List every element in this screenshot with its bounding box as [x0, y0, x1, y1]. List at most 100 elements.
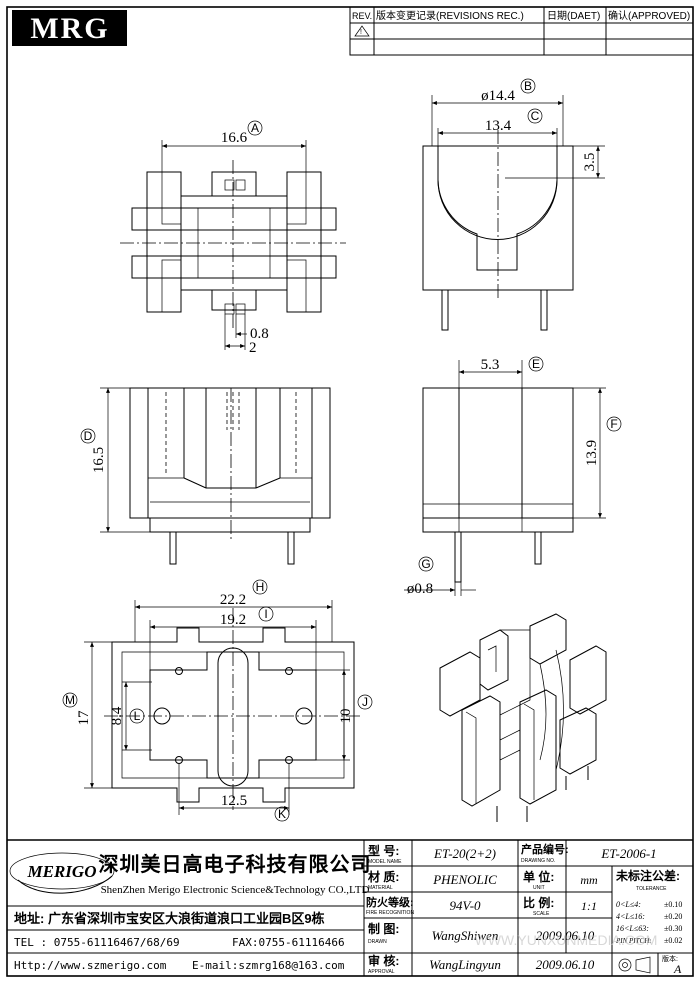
svg-text:L: L [134, 709, 141, 723]
mrg-logo: MRG [12, 10, 127, 46]
date-col-header: 日期(DAET) [547, 10, 600, 22]
callout-j [357, 694, 373, 710]
svg-text:版本:: 版本: [662, 954, 678, 963]
svg-text:E: E [532, 357, 540, 371]
view-ef-side: 5.3 E 13.9 F ø0.8 G [404, 356, 622, 597]
svg-text:APPROVAL: APPROVAL [368, 969, 395, 975]
svg-text:F: F [610, 417, 617, 431]
drawing-no-value: ET-2006-1 [600, 846, 656, 861]
svg-text:型 号:: 型 号: [368, 843, 399, 858]
sheet-border [6, 6, 694, 977]
approved-col-header: 确认(APPROVED) [608, 9, 690, 22]
projection-symbol-icon [618, 956, 651, 974]
svg-text:防火等级:: 防火等级: [366, 895, 414, 909]
svg-text:0<L≤4:: 0<L≤4: [616, 900, 641, 909]
dim-22-2: 22.2 [220, 592, 246, 608]
callout-e [528, 356, 544, 372]
dim-13-9: 13.9 [584, 440, 600, 466]
svg-text:4<L≤16:: 4<L≤16: [616, 912, 645, 921]
dim-2: 2 [249, 340, 257, 356]
svg-text:K: K [278, 807, 286, 821]
svg-text:G: G [421, 557, 430, 571]
version-value: A [673, 962, 682, 976]
view-bc-section: ø14.4 B 13.4 C 3.5 [422, 78, 605, 331]
callout-l [129, 708, 145, 724]
company-fax: FAX:0755-61116466 [232, 936, 345, 949]
callout-i [258, 606, 274, 622]
svg-text:±0.02: ±0.02 [664, 936, 682, 945]
svg-text:MODEL NAME: MODEL NAME [368, 859, 402, 865]
svg-text:DRAWING NO.: DRAWING NO. [521, 858, 555, 864]
logo-text: MRG [30, 12, 109, 45]
callout-c [527, 108, 543, 124]
dim-16-5: 16.5 [91, 447, 107, 473]
view-a-top: 16.6 A 0.8 2 [120, 120, 346, 356]
view-d-front: 16.5 D [80, 387, 331, 565]
dim-19-2: 19.2 [220, 612, 246, 628]
tolerance-title: 未标注公差: [615, 868, 680, 883]
approval-date: 2009.06.10 [536, 957, 595, 972]
callout-f [606, 416, 622, 432]
dim-pin-0-8: ø0.8 [407, 581, 433, 597]
watermark: WWW.YUNXUNMEDIA.COM [475, 932, 658, 948]
svg-text:J: J [362, 695, 368, 709]
svg-text:UNIT: UNIT [533, 885, 545, 891]
company-tel: TEL : 0755-61116467/68/69 [14, 936, 180, 949]
callout-m [62, 692, 78, 708]
title-block: MERIGO 深圳美日高电子科技有限公司 ShenZhen Merigo Ele… [7, 839, 693, 976]
drawn-date: 2009.06.10 [536, 928, 595, 943]
svg-text:MERIGO: MERIGO [27, 862, 97, 881]
flame-value: 94V-0 [449, 898, 481, 913]
drawn-value: WangShiwen [432, 928, 499, 943]
svg-text:PIN PITCH:: PIN PITCH: [615, 937, 652, 945]
dim-13-4: 13.4 [485, 118, 512, 134]
view-bottom: 22.2 H 19.2 I 17 M 8.4 L 10 J 12.5 [62, 579, 373, 822]
merigo-logo: MERIGO [9, 852, 115, 894]
dim-0-8: 0.8 [250, 326, 269, 342]
svg-text:A: A [251, 121, 259, 135]
svg-text:16<L≤63:: 16<L≤63: [616, 924, 649, 933]
revision-table: REV. 版本变更记录(REVISIONS REC.) 日期(DAET) 确认(… [349, 6, 694, 56]
dim-10: 10 [338, 709, 354, 724]
dim-12-5: 12.5 [221, 793, 247, 809]
svg-text:I: I [264, 607, 267, 621]
unit-value: mm [580, 873, 598, 887]
company-web: Http://www.szmerigo.com [14, 959, 167, 972]
dim-16-6: 16.6 [221, 130, 248, 146]
svg-text:D: D [84, 429, 93, 443]
model-value: ET-20(2+2) [433, 846, 496, 861]
dim-17: 17 [76, 710, 92, 726]
svg-text:FIRE RECOGNITION: FIRE RECOGNITION [366, 910, 414, 916]
svg-text:审 核:: 审 核: [368, 953, 399, 968]
svg-text:TOLERANCE: TOLERANCE [636, 886, 667, 892]
svg-text:M: M [65, 693, 75, 707]
rev-col-header: REV. [352, 11, 372, 21]
callout-b [520, 78, 536, 94]
revisions-col-header: 版本变更记录(REVISIONS REC.) [376, 9, 524, 22]
svg-text:±0.10: ±0.10 [664, 900, 682, 909]
svg-text:B: B [524, 79, 532, 93]
svg-text:SCALE: SCALE [533, 911, 550, 917]
svg-text:材 质:: 材 质: [367, 869, 399, 884]
revision-triangle-icon [354, 25, 370, 37]
dim-5-3: 5.3 [481, 357, 500, 373]
svg-text:!: ! [360, 29, 362, 36]
company-name-en: ShenZhen Merigo Electronic Science&Techn… [101, 884, 370, 896]
svg-text:制 图:: 制 图: [368, 921, 399, 936]
dim-3-5: 3.5 [582, 153, 598, 172]
dim-8-4: 8.4 [109, 706, 125, 725]
svg-text:±0.20: ±0.20 [664, 912, 682, 921]
svg-text:±0.30: ±0.30 [664, 924, 682, 933]
svg-text:MATERIAL: MATERIAL [368, 885, 393, 891]
view-isometric [439, 613, 607, 822]
callout-k [274, 806, 290, 822]
callout-d [80, 428, 96, 444]
material-value: PHENOLIC [432, 872, 497, 887]
scale-value: 1:1 [581, 899, 597, 913]
company-address: 地址: 广东省深圳市宝安区大浪街道浪口工业园B区9栋 [14, 911, 325, 926]
dim-14-4: ø14.4 [481, 88, 515, 104]
svg-text:H: H [256, 580, 265, 594]
svg-text:比 例:: 比 例: [523, 895, 554, 910]
callout-a [247, 120, 263, 136]
